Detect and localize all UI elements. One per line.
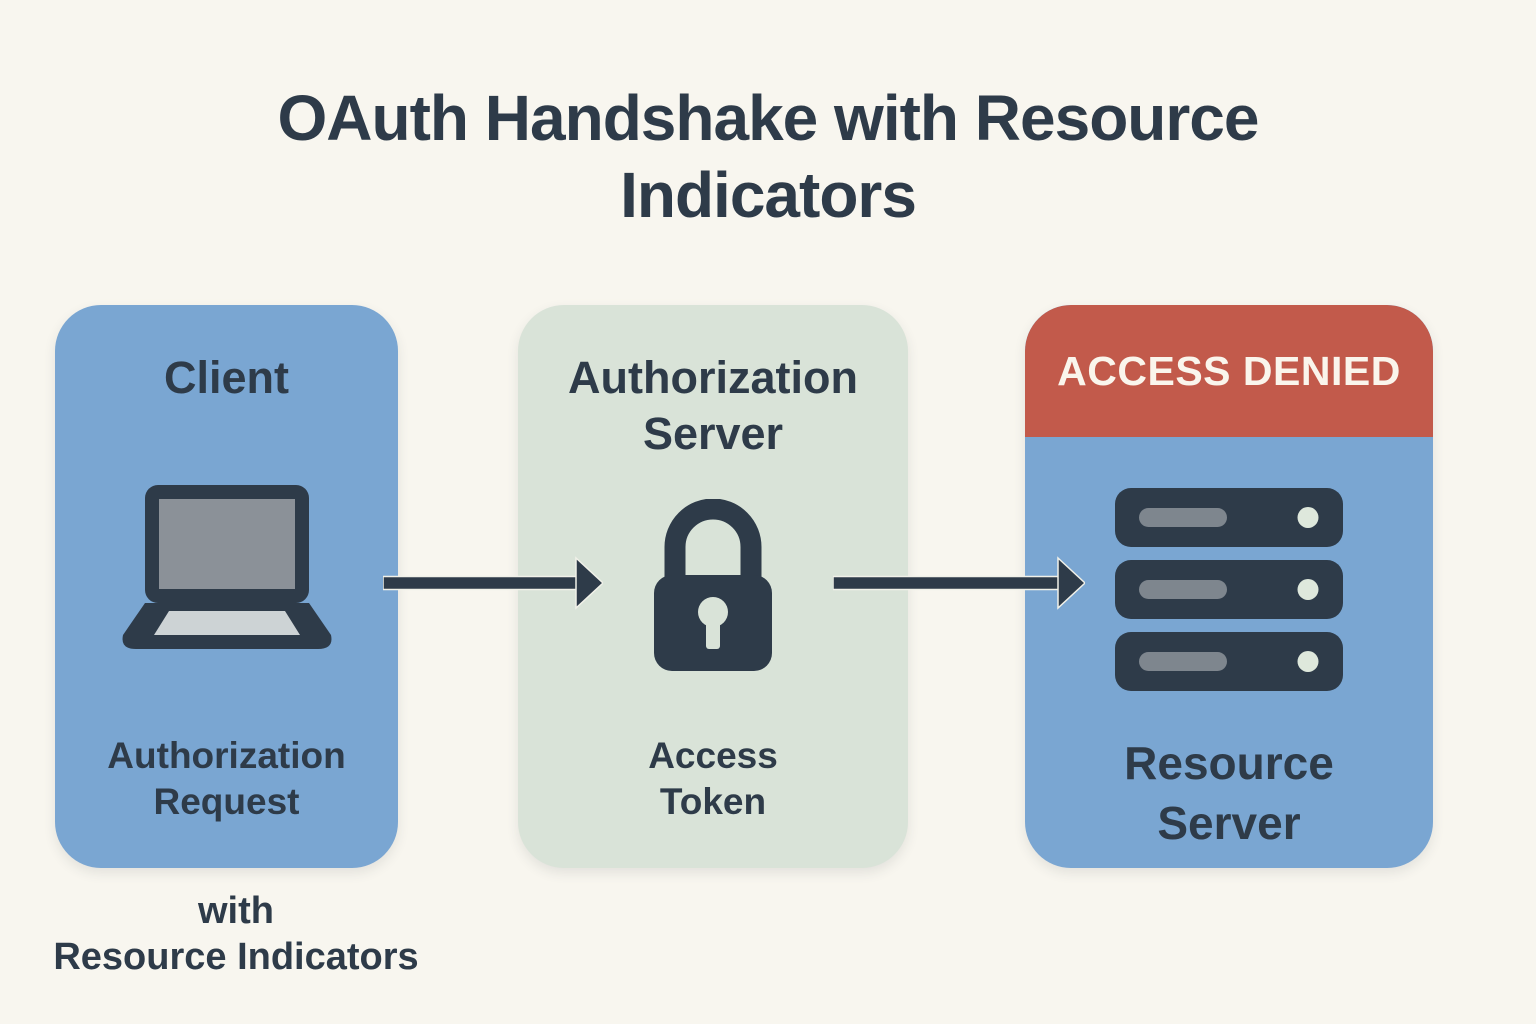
server-stack-icon [1115, 488, 1343, 691]
client-caption-line2: Resource Indicators [53, 936, 419, 979]
authorization-server-sublabel: Access Token [518, 733, 908, 826]
laptop-icon [122, 485, 331, 649]
client-caption: with Resource Indicators [16, 888, 456, 981]
client-node: Client Authorization Request [55, 305, 398, 868]
authorization-server-sublabel-line1: Access [648, 734, 778, 776]
client-caption-line1: with [198, 890, 274, 932]
diagram-title: OAuth Handshake with Resource Indicators [277, 82, 1260, 231]
resource-server-label-line2: Server [1157, 797, 1301, 850]
client-sublabel-line1: Authorization [107, 734, 346, 776]
client-label: Client [163, 352, 289, 403]
authorization-server-label-line1: Authorization [568, 352, 858, 403]
authorization-server-sublabel-line2: Token [659, 781, 767, 823]
authorization-server-label-line2: Server [642, 408, 784, 460]
resource-server-node: ACCESS DENIED Resource Server [1025, 305, 1433, 868]
client-sublabel-line2: Request [153, 781, 300, 823]
resource-server-label: Resource Server [1025, 734, 1433, 854]
client-sublabel: Authorization Request [55, 733, 398, 826]
arrow-client-to-auth-icon [383, 556, 603, 610]
authorization-server-label: Authorization Server [518, 350, 908, 463]
access-denied-banner: ACCESS DENIED [1025, 305, 1433, 437]
lock-icon [654, 499, 772, 671]
arrow-auth-to-resource-icon [833, 556, 1085, 610]
resource-server-label-line1: Resource [1124, 737, 1334, 790]
